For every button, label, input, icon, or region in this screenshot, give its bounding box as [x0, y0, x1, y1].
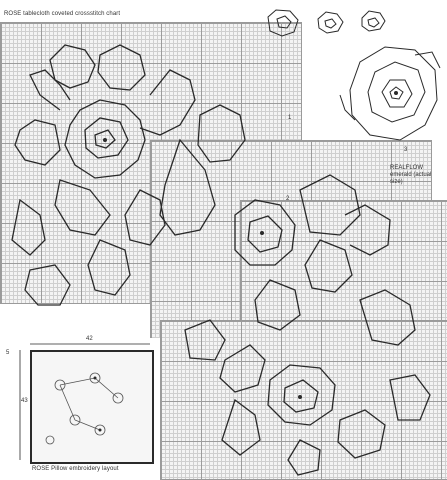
layout-left-dimension: 5	[6, 350, 9, 356]
layout-caption: ROSE Pillow embroidery layout	[32, 466, 119, 472]
layout-height-dimension: 43	[21, 398, 28, 404]
layout-width-dimension: 42	[86, 336, 93, 342]
